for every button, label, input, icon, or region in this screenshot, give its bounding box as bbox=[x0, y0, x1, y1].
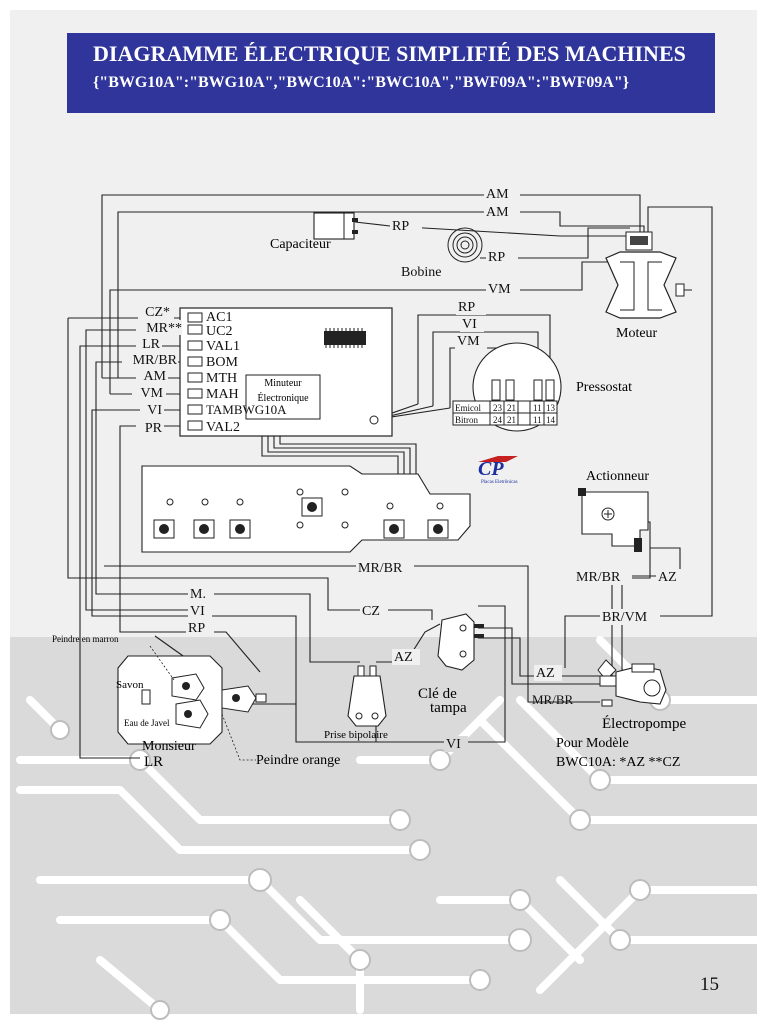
timer-terminal-val1: VAL1 bbox=[206, 339, 240, 354]
wire-label-m: M. bbox=[190, 587, 206, 602]
pressostat-cell: 11 bbox=[533, 415, 542, 425]
wire-label-brvm: BR/VM bbox=[602, 610, 648, 625]
coil-label: Bobine bbox=[401, 265, 441, 280]
pressostat-cell: 13 bbox=[546, 403, 556, 413]
wire-label-mrbr-actuator: MR/BR bbox=[576, 570, 621, 585]
wire-label-rp-coil: RP bbox=[488, 250, 505, 265]
wire-label-vi-mid: VI bbox=[190, 604, 205, 619]
page-title: DIAGRAMME ÉLECTRIQUE SIMPLIFIÉ DES MACHI… bbox=[93, 41, 686, 66]
pressostat-row-emicol: Emicol bbox=[455, 403, 481, 413]
wire-label-cz-mid: CZ bbox=[362, 604, 380, 619]
pump-label: Électropompe bbox=[602, 715, 686, 732]
wire-label-vi-pressostat: VI bbox=[462, 317, 477, 332]
timer-wire-mr: MR** bbox=[146, 321, 182, 336]
cp-logo-letters: CP bbox=[478, 458, 504, 480]
keypad-button-4 bbox=[307, 502, 317, 512]
title-banner: DIAGRAMME ÉLECTRIQUE SIMPLIFIÉ DES MACHI… bbox=[67, 33, 715, 113]
pressostat-cell: 11 bbox=[533, 403, 542, 413]
pressostat: Pressostat Emicol 23 21 11 13 Bitron 24 … bbox=[452, 342, 632, 432]
lid-key-label-line2: tampa bbox=[430, 700, 467, 716]
page-number: 15 bbox=[700, 974, 719, 995]
wire-label-rp-pressostat: RP bbox=[458, 300, 475, 315]
timer-terminal-val2: VAL2 bbox=[206, 420, 240, 435]
pressostat-cell: 21 bbox=[507, 403, 516, 413]
keypad-button-2 bbox=[199, 524, 209, 534]
timer-wire-vm: VM bbox=[140, 386, 163, 401]
timer-wire-vi: VI bbox=[147, 403, 162, 418]
wire-label-az-mid: AZ bbox=[394, 650, 413, 665]
wire-label-am-2: AM bbox=[486, 205, 509, 220]
wire-label-vm-pressostat: VM bbox=[457, 334, 480, 349]
dispenser-assembly: Savon Eau de Javel Monsieur LR Peindre e… bbox=[52, 634, 340, 770]
bleach-label: Eau de Javel bbox=[124, 718, 170, 728]
plug-label: Prise bipolaire bbox=[324, 729, 388, 741]
timer-wire-mrbr: MR/BR bbox=[133, 353, 178, 368]
page-subtitle: {"BWG10A":"BWG10A","BWC10A":"BWC10A","BW… bbox=[93, 74, 630, 91]
pressostat-cell: 14 bbox=[546, 415, 556, 425]
timer-name-line2: Électronique bbox=[257, 392, 309, 404]
wire-label-az-actuator: AZ bbox=[658, 570, 677, 585]
lid-key-switch: Clé de tampa bbox=[418, 613, 484, 716]
keypad-board bbox=[141, 465, 471, 553]
paint-brown-note: Peindre en marron bbox=[52, 634, 119, 644]
wire-label-vi-bottom: VI bbox=[446, 737, 461, 752]
electronic-timer: Minuteur Électronique AC1 bbox=[122, 304, 393, 437]
paint-orange-note: Peindre orange bbox=[256, 753, 340, 768]
motor: Moteur bbox=[605, 231, 692, 341]
wire-lines bbox=[67, 194, 713, 759]
pressostat-row-bitron: Bitron bbox=[455, 415, 479, 425]
model-note-line1: Pour Modèle bbox=[556, 736, 629, 751]
timer-wire-pr: PR bbox=[145, 421, 163, 436]
cp-logo-caption: Placas Eletrônicas bbox=[481, 480, 518, 485]
timer-terminal-ac1: AC1 bbox=[206, 310, 232, 325]
model-note-line2: BWC10A: *AZ **CZ bbox=[556, 755, 680, 770]
coil: Bobine bbox=[401, 227, 483, 280]
keypad-button-3 bbox=[235, 524, 245, 534]
timer-name-line1: Minuteur bbox=[264, 378, 302, 389]
wire-label-am-top: AM bbox=[486, 187, 509, 202]
timer-wire-lr: LR bbox=[142, 337, 161, 352]
lr-label: LR bbox=[144, 754, 163, 770]
wire-label-mrbr-pump: MR/BR bbox=[532, 692, 574, 707]
wire-label-vm-motor: VM bbox=[488, 282, 511, 297]
timer-wire-am: AM bbox=[143, 369, 166, 384]
capacitor-label: Capaciteur bbox=[270, 237, 331, 252]
capacitor: Capaciteur bbox=[270, 212, 358, 252]
pressostat-table: Emicol 23 21 11 13 Bitron 24 21 11 14 bbox=[452, 400, 558, 426]
timer-terminal-tam: TAMBWG10A bbox=[206, 402, 287, 417]
soap-label: Savon bbox=[116, 679, 144, 691]
pressostat-label: Pressostat bbox=[576, 380, 632, 395]
wire-label-mrbr-long: MR/BR bbox=[358, 561, 403, 576]
bipolar-plug: Prise bipolaire bbox=[324, 665, 388, 741]
timer-terminal-mah: MAH bbox=[206, 387, 239, 402]
wire-label-rp-mid: RP bbox=[188, 621, 205, 636]
keypad-buttons bbox=[153, 497, 449, 539]
motor-label: Moteur bbox=[616, 326, 658, 341]
wire-label-az-pump: AZ bbox=[536, 666, 555, 681]
electropump: Électropompe Pour Modèle BWC10A: *AZ **C… bbox=[556, 659, 686, 770]
cp-logo: CP Placas Eletrônicas bbox=[478, 456, 518, 485]
actuator-label: Actionneur bbox=[586, 469, 649, 484]
wire-label-rp-capacitor: RP bbox=[392, 219, 409, 234]
timer-terminal-uc2: UC2 bbox=[206, 324, 232, 339]
keypad-button-1 bbox=[159, 524, 169, 534]
timer-wire-cz: CZ* bbox=[145, 305, 170, 320]
lid-key-label-line1: Clé de bbox=[418, 686, 457, 702]
pressostat-cell: 23 bbox=[493, 403, 503, 413]
pressostat-cell: 21 bbox=[507, 415, 516, 425]
timer-terminal-mth: MTH bbox=[206, 371, 237, 386]
actuator: Actionneur bbox=[578, 469, 649, 552]
keypad-button-6 bbox=[433, 524, 443, 534]
timer-terminal-bom: BOM bbox=[206, 355, 238, 370]
keypad-button-5 bbox=[389, 524, 399, 534]
softener-label: Monsieur bbox=[142, 739, 196, 754]
pressostat-cell: 24 bbox=[493, 415, 503, 425]
